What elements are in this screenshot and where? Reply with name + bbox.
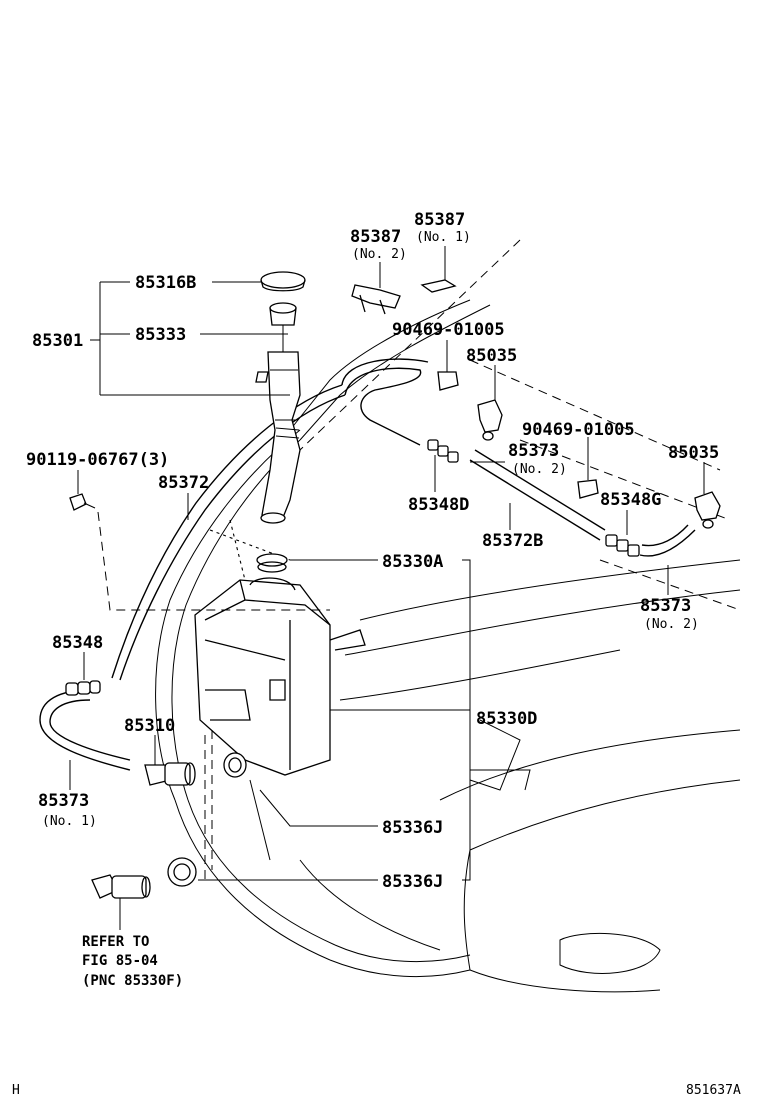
label-85373-no1-note: (No. 1)	[42, 814, 97, 829]
label-85373-no2-a: 85373	[508, 441, 559, 461]
strainer-85333	[269, 302, 297, 355]
vehicle-body-outline	[155, 239, 741, 993]
clip-90469-b	[577, 479, 599, 499]
washer-tank-85330d	[194, 577, 366, 776]
hoses	[39, 358, 696, 771]
refer-note-line2: FIG 85-04	[82, 953, 158, 969]
cap-85316b	[260, 271, 306, 292]
clip-90469-a	[437, 371, 459, 391]
grommet-85336j-upper	[223, 752, 247, 778]
label-85330d: 85330D	[476, 709, 537, 729]
nozzle-85035-b	[694, 491, 721, 529]
clip-85387-no2	[351, 284, 401, 315]
part-labels: 85387 (No. 1) 85387 (No. 2) 85316B 85301…	[26, 210, 719, 892]
reference-pump	[91, 874, 151, 899]
refer-note-line3: (PNC 85330F)	[82, 973, 183, 989]
label-85348d: 85348D	[408, 495, 469, 515]
label-85301: 85301	[32, 331, 83, 351]
grommet-85330a	[256, 553, 288, 573]
grommet-85336j-lower	[167, 857, 197, 887]
filler-neck	[255, 351, 301, 524]
clip-85387-no1	[420, 279, 457, 293]
leader-lines	[69, 246, 705, 930]
label-85373-no2-b: 85373	[640, 596, 691, 616]
pump-85310	[144, 762, 196, 786]
label-85310: 85310	[124, 716, 175, 736]
label-85372b: 85372B	[482, 531, 543, 551]
label-85336j-b: 85336J	[382, 872, 443, 892]
label-85387-no1-note: (No. 1)	[416, 230, 471, 245]
label-85387-no2-note: (No. 2)	[352, 247, 407, 262]
label-85035-a: 85035	[466, 346, 517, 366]
label-85316b: 85316B	[135, 273, 196, 293]
nozzle-85035-a	[477, 399, 503, 441]
label-85387-no2: 85387	[350, 227, 401, 247]
label-85333: 85333	[135, 325, 186, 345]
refer-note-line1: REFER TO	[82, 934, 149, 950]
label-90119-06767: 90119-06767(3)	[26, 450, 169, 470]
bolt-90119-06767	[69, 493, 96, 511]
label-85336j-a: 85336J	[382, 818, 443, 838]
label-85348g: 85348G	[600, 490, 661, 510]
label-85373-no1: 85373	[38, 791, 89, 811]
label-85373-no2-b-note: (No. 2)	[644, 617, 699, 632]
label-85035-b: 85035	[668, 443, 719, 463]
joint-85348	[65, 680, 101, 696]
label-85330a: 85330A	[382, 552, 443, 572]
label-85373-no2-a-note: (No. 2)	[512, 462, 567, 477]
diagram-id: 851637A	[686, 1083, 741, 1098]
corner-left-code: H	[12, 1083, 20, 1098]
joint-85348g	[605, 534, 640, 557]
label-90469-01005-b: 90469-01005	[522, 420, 635, 440]
label-85387-no1: 85387	[414, 210, 465, 230]
refer-note: REFER TO FIG 85-04 (PNC 85330F)	[82, 934, 183, 989]
joint-85348d	[427, 439, 459, 463]
label-90469-01005-a: 90469-01005	[392, 320, 505, 340]
label-85348: 85348	[52, 633, 103, 653]
label-85372: 85372	[158, 473, 209, 493]
